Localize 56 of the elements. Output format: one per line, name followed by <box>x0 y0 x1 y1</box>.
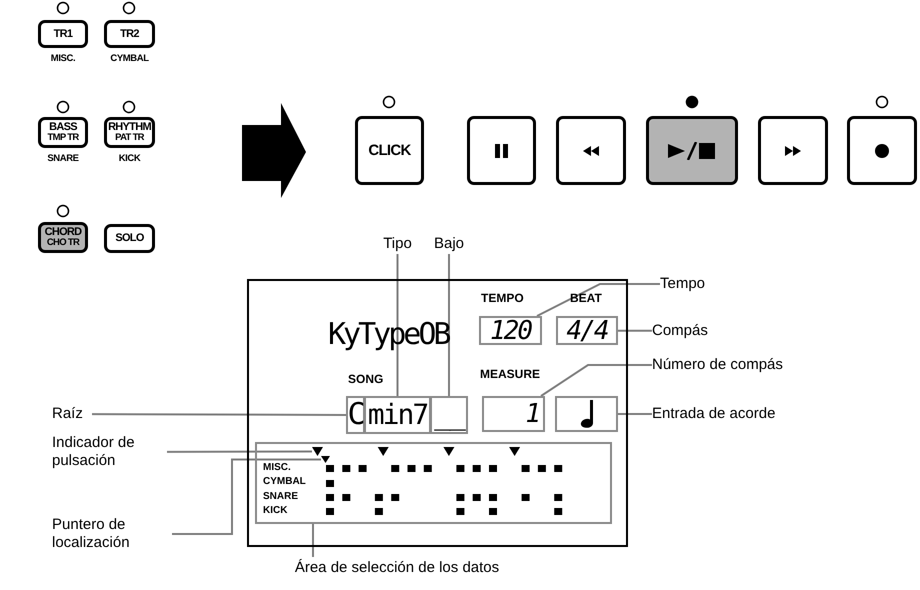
transport-button <box>646 116 738 185</box>
transport-button <box>556 116 626 185</box>
lcd-value-field: 1 <box>482 396 545 432</box>
lcd-display <box>247 279 628 547</box>
lcd-value-field: __ <box>430 396 468 434</box>
beat-indicator-marker <box>312 447 323 456</box>
leader-line <box>618 413 652 415</box>
lcd-text: KyTypeOB <box>328 320 448 350</box>
callout-label: Raíz <box>52 404 92 424</box>
button-caption: SNARE <box>47 153 79 164</box>
lcd-heading: MEASURE <box>480 368 540 380</box>
panel-button: CHORD CHO TR <box>38 222 88 253</box>
track-label: MISC. <box>263 461 292 475</box>
leader-line <box>92 413 346 416</box>
callout-label: Puntero de localización <box>52 515 172 553</box>
lcd-heading: SONG <box>348 373 384 385</box>
panel-button: SOLO <box>104 224 155 253</box>
callout-label: Bajo <box>428 234 470 254</box>
track-label: CYMBAL <box>263 475 306 490</box>
chord-entry-field <box>555 396 618 432</box>
leader-line <box>312 524 314 557</box>
transport-button <box>758 116 828 185</box>
panel-button: CLICK <box>355 116 424 185</box>
callout-label: Tempo <box>660 274 720 294</box>
callout-label: Indicador de pulsación <box>52 434 167 470</box>
callout-label: Compás <box>652 321 722 341</box>
callout-label: Entrada de acorde <box>652 404 792 424</box>
leader-line <box>172 458 321 535</box>
leader-line <box>618 330 652 332</box>
lcd-heading: BEAT <box>570 292 602 304</box>
panel-button: TR2 <box>104 20 155 48</box>
button-caption: CYMBAL <box>110 53 149 64</box>
transport-button <box>847 116 917 185</box>
button-caption: MISC. <box>50 53 76 64</box>
lcd-value-field: C <box>346 396 365 434</box>
callout-label: Área de selección de los datos <box>272 557 522 579</box>
leader-line <box>396 254 398 396</box>
leader-line <box>540 364 652 397</box>
track-label: SNARE <box>263 490 300 504</box>
data-selection-area <box>255 442 612 524</box>
lcd-heading: TEMPO <box>481 292 524 304</box>
lcd-value-field: 4/4 <box>556 316 618 345</box>
panel-button: TR1 <box>38 20 88 48</box>
leader-line <box>448 254 450 396</box>
panel-button: RHYTHM PAT TR <box>104 117 155 148</box>
lcd-value-field: 120 <box>479 316 542 345</box>
panel-button: BASS TMP TR <box>38 117 88 148</box>
location-pointer-marker <box>321 456 330 463</box>
leader-line <box>167 450 312 453</box>
track-label: KICK <box>263 504 288 518</box>
callout-label: Tipo <box>377 234 418 254</box>
button-caption: KICK <box>118 153 140 164</box>
callout-label: Número de compás <box>652 355 822 375</box>
lcd-value-field: min7 <box>364 396 431 434</box>
leader-line <box>536 283 660 317</box>
transport-button <box>467 116 536 185</box>
